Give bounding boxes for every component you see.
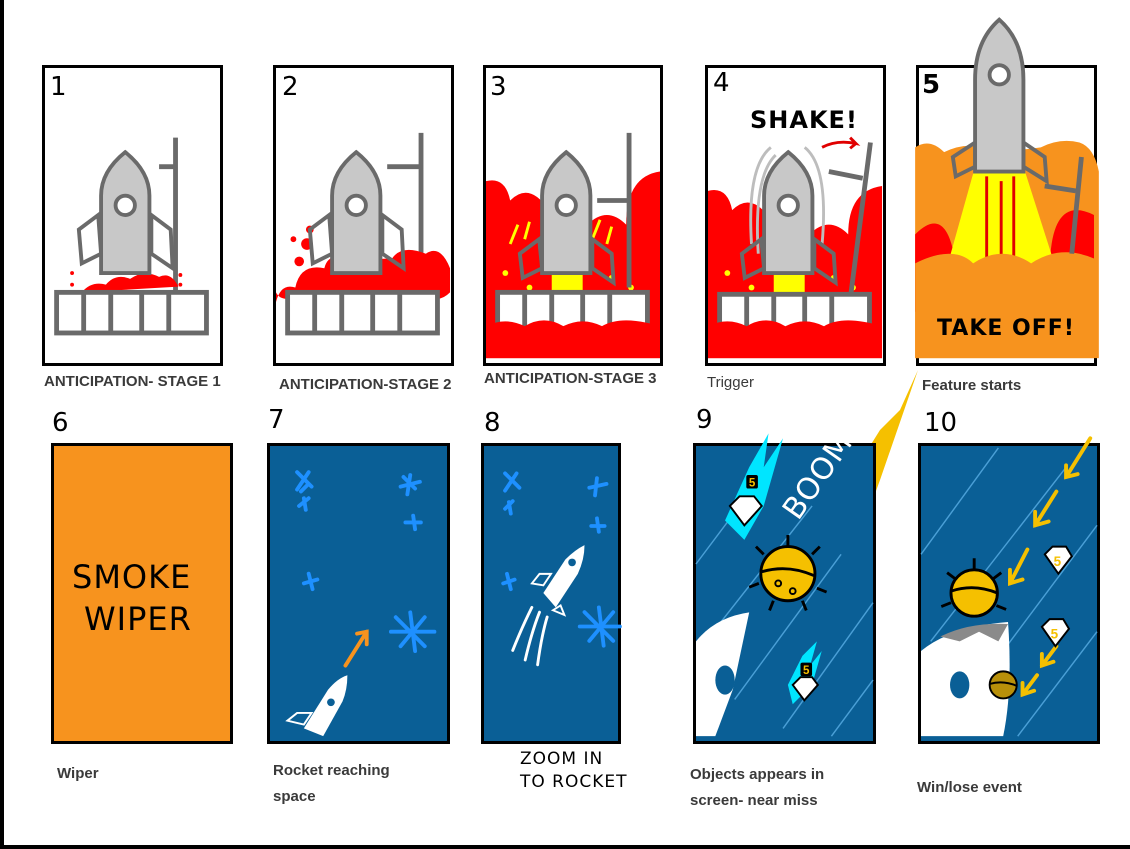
fire <box>276 249 451 303</box>
panel-4-caption: Trigger <box>707 374 754 391</box>
storyboard-panel-5: TAKE OFF! <box>915 17 1099 366</box>
speed-lines <box>920 447 1098 737</box>
panel-9-number: 9 <box>696 405 713 435</box>
panel-7-number: 7 <box>268 405 285 435</box>
diamond-icon-2 <box>791 676 820 702</box>
sparks <box>508 219 614 245</box>
annotation-line-2: WIPER <box>84 600 192 638</box>
launch-tower <box>159 137 178 293</box>
panel-2-illustration <box>276 132 451 336</box>
page-left-border <box>0 0 4 849</box>
gem-icon-1: 5 <box>1043 545 1074 576</box>
shake-lines <box>749 146 825 254</box>
gem-icon-2: 5 <box>1040 618 1071 648</box>
storyboard-panel-8 <box>481 443 622 744</box>
caption-line-2: screen- near miss <box>690 792 818 809</box>
caption-line-2: TO ROCKET <box>520 772 628 792</box>
red-arrow-icon <box>821 136 861 150</box>
meteor-virus-icon <box>940 558 1007 618</box>
smoke-wiper-annotation: SMOKE WIPER <box>72 556 192 640</box>
caption-line-1: Rocket reaching <box>273 762 390 779</box>
rocket-icon <box>517 149 616 287</box>
svg-text:5: 5 <box>803 664 810 677</box>
panel-1-caption: ANTICIPATION- STAGE 1 <box>44 373 221 390</box>
storyboard-panel-2 <box>273 65 454 366</box>
annotation-line-1: SMOKE <box>72 558 192 596</box>
speed-lines <box>695 486 874 737</box>
panel-10-illustration: 5 5 <box>920 436 1098 737</box>
panel-10-number: 10 <box>924 408 958 438</box>
shake-annotation: SHAKE! <box>750 106 858 134</box>
panel-1-number: 1 <box>50 72 67 102</box>
panel-7-caption: Rocket reaching space <box>273 758 390 810</box>
flame <box>773 273 805 295</box>
panel-3-number: 3 <box>490 72 507 102</box>
gem-value: 5 <box>749 477 756 490</box>
panel-7-illustration <box>285 470 437 737</box>
panel-2-caption: ANTICIPATION-STAGE 2 <box>279 376 452 393</box>
panel-4-illustration <box>708 136 883 359</box>
storyboard-panel-3 <box>483 65 663 366</box>
rocket-icon <box>739 149 838 287</box>
panel-5-caption: Feature starts <box>922 377 1022 394</box>
launch-tower <box>1044 156 1084 254</box>
take-off-annotation: TAKE OFF! <box>937 316 1075 341</box>
launch-pad <box>54 289 209 336</box>
page-bottom-border <box>0 845 1130 849</box>
meteor-virus-icon <box>748 534 828 611</box>
rocket-icon <box>307 149 406 275</box>
gem-value: 5 <box>1051 626 1059 641</box>
small-meteor-icon <box>988 670 1018 700</box>
panel-9-caption: Objects appears in screen- near miss <box>690 762 824 814</box>
panel-1-illustration <box>54 137 209 336</box>
orange-smoke-front <box>915 252 1094 359</box>
svg-text:5: 5 <box>1054 554 1062 569</box>
panel-6-number: 6 <box>52 408 69 438</box>
panel-3-caption: ANTICIPATION-STAGE 3 <box>484 370 657 387</box>
star-icons <box>501 471 622 648</box>
storyboard-panel-1 <box>42 65 223 366</box>
rocket-icon <box>950 17 1049 185</box>
panel-8-illustration <box>501 471 622 667</box>
launch-tower <box>597 132 632 288</box>
panel-6-caption: Wiper <box>57 765 99 782</box>
caption-line-1: ZOOM IN <box>520 749 604 769</box>
star-icons <box>295 470 437 653</box>
tilting-tower <box>828 142 873 293</box>
storyboard-panel-6: SMOKE WIPER <box>51 443 233 744</box>
caption-line-1: Objects appears in <box>690 766 825 783</box>
caption-line-2: space <box>273 788 316 805</box>
diamond-icon <box>728 495 764 527</box>
panel-3-illustration <box>486 132 660 359</box>
panel-9-illustration: 5 5 <box>695 433 874 737</box>
storyboard-panel-10: 5 5 <box>918 436 1100 744</box>
storyboard-panel-7 <box>267 443 450 744</box>
panel-2-number: 2 <box>282 72 299 102</box>
rocket-icon <box>285 675 348 737</box>
panel-4-number: 4 <box>713 68 730 98</box>
yellow-arrow-icons <box>1008 436 1093 698</box>
fire <box>81 273 179 293</box>
orange-arrow-icon <box>343 629 369 668</box>
rocket-icon <box>76 149 175 275</box>
panel-8-number: 8 <box>484 408 501 438</box>
panel-8-caption: ZOOM IN TO ROCKET <box>520 748 628 794</box>
launch-pad <box>285 289 440 336</box>
panel-5-number: 5 <box>922 70 941 100</box>
panel-10-caption: Win/lose event <box>917 779 1022 796</box>
rocket-icon <box>511 545 585 667</box>
storyboard-panel-4: SHAKE! <box>705 65 886 366</box>
panel-5-illustration <box>915 17 1099 359</box>
storyboard-panel-9: 5 5 BOOM!! <box>693 405 876 744</box>
